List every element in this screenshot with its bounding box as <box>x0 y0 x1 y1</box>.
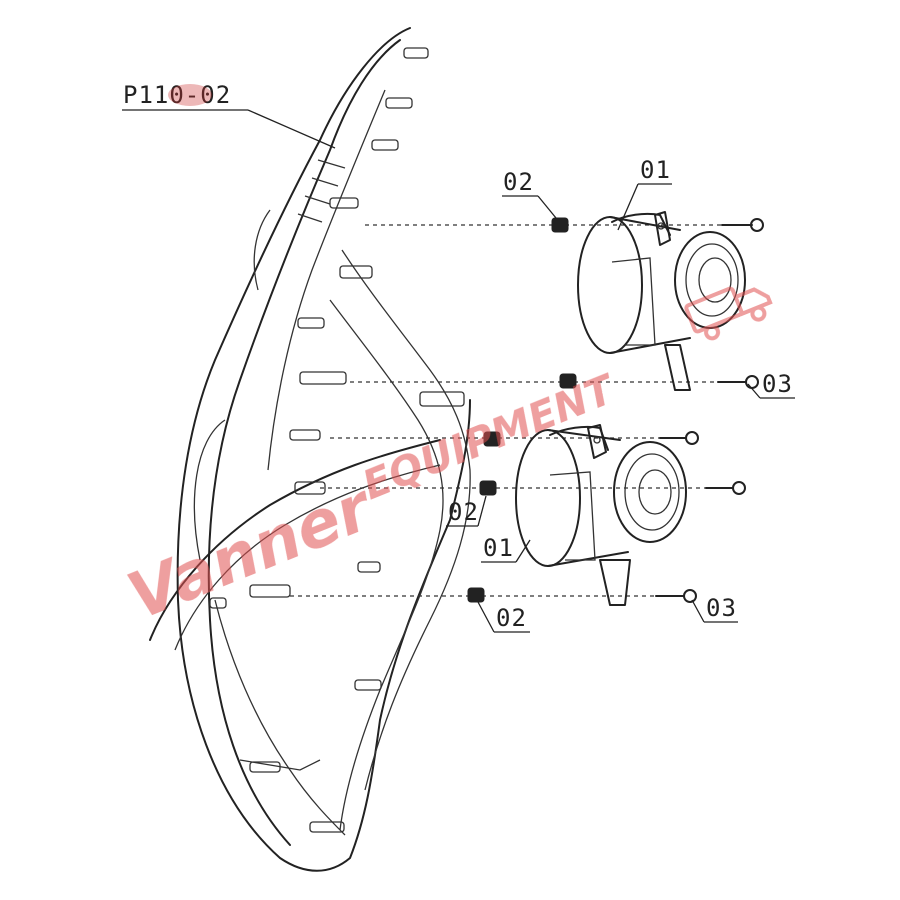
screw-lower <box>655 481 746 603</box>
lamp-lower-label: 01 <box>483 534 514 562</box>
nut-middle <box>479 373 577 496</box>
screw-upper-label: 03 <box>762 370 793 398</box>
screw-upper <box>659 218 764 445</box>
callout-lamp-upper: 01 <box>617 156 672 231</box>
headlight-housing <box>149 27 471 872</box>
assembly-label: P110-02 <box>123 81 231 109</box>
callout-nut-lower: 02 <box>477 601 530 633</box>
watermark: Vanner EQUIPMENT <box>118 286 773 635</box>
nut-middle-label: 02 <box>448 498 479 526</box>
truck-icon <box>684 286 773 341</box>
callout-screw-lower: 03 <box>691 594 738 623</box>
lamp-upper-label: 01 <box>640 156 671 184</box>
nut-lower-label: 02 <box>496 604 527 632</box>
nut-upper <box>551 217 569 233</box>
housing-bosses <box>209 47 465 833</box>
callout-nut-upper: 02 <box>502 168 557 219</box>
lamp-module-upper <box>577 211 746 391</box>
callout-screw-upper: 03 <box>747 370 795 399</box>
callout-lamp-lower: 01 <box>481 534 531 563</box>
callout-assembly: P110-02 <box>122 81 336 149</box>
nut-upper-label: 02 <box>503 168 534 196</box>
lamp-module-lower <box>515 424 687 606</box>
screw-lower-label: 03 <box>706 594 737 622</box>
callout-nut-middle: 02 <box>446 495 487 527</box>
watermark-script: Vanner <box>118 470 384 635</box>
nut-lower <box>467 587 485 603</box>
